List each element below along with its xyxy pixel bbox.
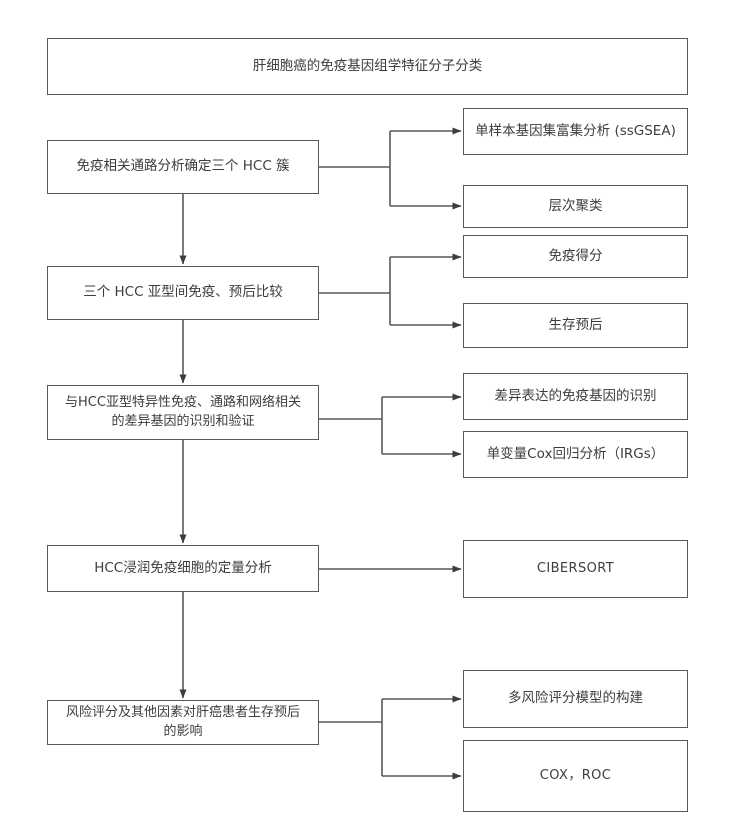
node-stage-4-label: HCC浸润免疫细胞的定量分析 xyxy=(94,559,272,576)
node-detail-deg-immune-genes-label: 差异表达的免疫基因的识别 xyxy=(494,387,657,404)
node-detail-cibersort[interactable]: CIBERSORT xyxy=(463,540,688,598)
fork-stage2 xyxy=(319,257,391,325)
node-detail-hierarchical-clustering-label: 层次聚类 xyxy=(548,197,603,214)
node-detail-univariate-cox-label: 单变量Cox回归分析（IRGs） xyxy=(486,445,665,462)
node-stage-1[interactable]: 免疫相关通路分析确定三个 HCC 簇 xyxy=(47,140,319,194)
node-stage-2[interactable]: 三个 HCC 亚型间免疫、预后比较 xyxy=(47,266,319,320)
fork-stage3 xyxy=(319,397,383,454)
node-detail-cox-roc[interactable]: COX，ROC xyxy=(463,740,688,812)
node-title[interactable]: 肝细胞癌的免疫基因组学特征分子分类 xyxy=(47,38,688,95)
node-stage-4[interactable]: HCC浸润免疫细胞的定量分析 xyxy=(47,545,319,592)
node-detail-cox-roc-label: COX，ROC xyxy=(539,767,612,783)
node-stage-5[interactable]: 风险评分及其他因素对肝癌患者生存预后 的影响 xyxy=(47,700,319,745)
node-stage-1-label: 免疫相关通路分析确定三个 HCC 簇 xyxy=(76,158,290,175)
node-detail-survival-prognosis-label: 生存预后 xyxy=(548,316,603,333)
node-detail-univariate-cox[interactable]: 单变量Cox回归分析（IRGs） xyxy=(463,431,688,478)
node-stage-5-label: 风险评分及其他因素对肝癌患者生存预后 的影响 xyxy=(65,704,300,739)
fork-stage1 xyxy=(319,131,391,206)
node-stage-3-label: 与HCC亚型特异性免疫、通路和网络相关 的差异基因的识别和验证 xyxy=(65,394,301,429)
node-detail-deg-immune-genes[interactable]: 差异表达的免疫基因的识别 xyxy=(463,373,688,420)
node-detail-cibersort-label: CIBERSORT xyxy=(536,560,615,576)
node-title-label: 肝细胞癌的免疫基因组学特征分子分类 xyxy=(252,57,483,74)
fork-stage5 xyxy=(319,699,383,776)
node-stage-3[interactable]: 与HCC亚型特异性免疫、通路和网络相关 的差异基因的识别和验证 xyxy=(47,385,319,440)
node-detail-immune-score[interactable]: 免疫得分 xyxy=(463,235,688,278)
node-detail-ssgsea-label: 单样本基因集富集分析 (ssGSEA) xyxy=(475,122,676,139)
node-detail-survival-prognosis[interactable]: 生存预后 xyxy=(463,303,688,348)
node-detail-ssgsea[interactable]: 单样本基因集富集分析 (ssGSEA) xyxy=(463,108,688,155)
node-stage-2-label: 三个 HCC 亚型间免疫、预后比较 xyxy=(83,284,283,301)
node-detail-hierarchical-clustering[interactable]: 层次聚类 xyxy=(463,185,688,228)
node-detail-immune-score-label: 免疫得分 xyxy=(548,247,603,264)
node-detail-risk-model[interactable]: 多风险评分模型的构建 xyxy=(463,670,688,728)
node-detail-risk-model-label: 多风险评分模型的构建 xyxy=(508,690,643,707)
